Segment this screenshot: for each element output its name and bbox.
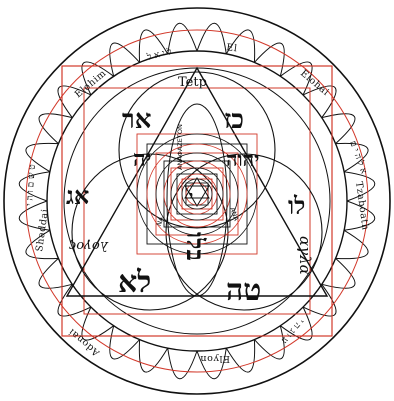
petal-arc [322,114,355,144]
petal-arc [39,258,72,288]
hebrew-top-right: כז [224,105,244,135]
hebrew-bottom-left: לא [118,265,151,300]
greek-left: λογος [68,238,109,253]
petal-arc [254,43,284,76]
petal-arc [168,23,197,54]
nested-circle [177,174,217,214]
petal-arc [322,258,355,288]
nested-circle [171,168,223,220]
greek-right: αγλα [296,236,314,275]
petal-arc [197,23,226,54]
greek-inner-top: ΑΝΑΦΑΖΕΤΟΝ [176,124,184,170]
hebrew-column: בלו [181,232,210,261]
hebrew-right-upper: יהוה [226,147,259,171]
petal-arc [82,307,114,340]
hebrew-center: י [189,187,193,206]
petal-arc [110,43,140,76]
ring-name-elyon: Elyon [200,353,230,364]
hebrew-top-left: אר [122,105,151,135]
ring-glyphs-left: ט ש ם ו ה י [25,164,38,206]
ring-name-elohai: Elohai [298,68,331,98]
petal-arc [303,284,336,316]
ring-glyphs-bottom: ע ו ג ה י [279,316,306,345]
ring-glyphs-right: א ל ה י ם [347,139,369,175]
petal-arc [39,114,72,144]
top-label: Tetp [178,75,207,90]
nested-circle [164,161,230,227]
hebrew-bottom-right: טה [226,273,261,308]
large-triangle [67,68,327,296]
hebrew-right-mid: לו [288,191,305,220]
ring-name-tzabaoth: Tzaboath [353,181,371,231]
hebrew-left-upper: יה [133,146,151,172]
ring-glyphs-top: ל י א ל [145,46,173,63]
petal-arc [110,326,140,359]
hebrew-left-mid: אג [66,181,89,210]
petal-arc [58,284,91,316]
ring-name-adonai: Adonai [66,326,102,359]
ring-name-el: El [226,42,239,54]
petal-arc [254,326,284,359]
petal-arc [168,348,197,379]
nested-circle [182,179,212,209]
